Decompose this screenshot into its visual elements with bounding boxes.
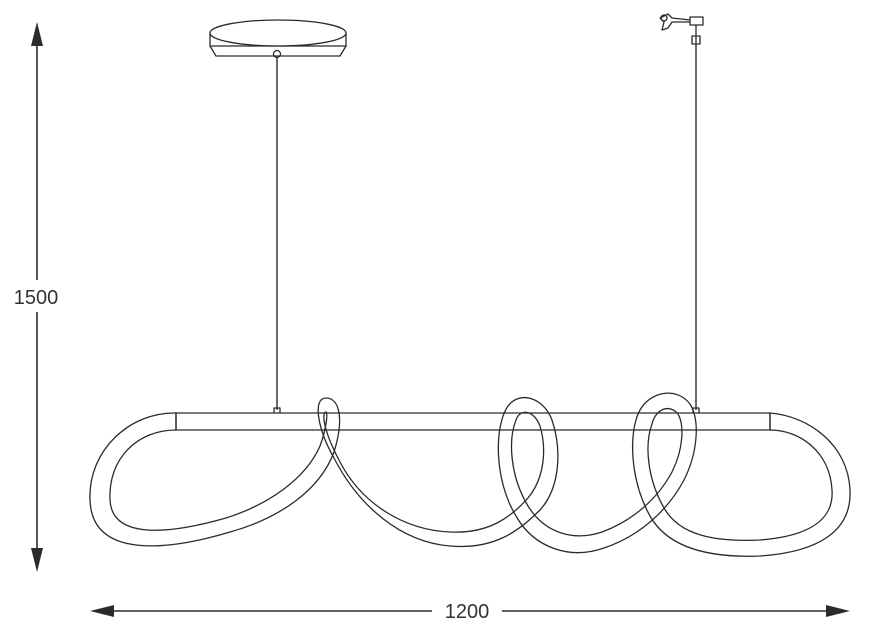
width-label: 1200 — [445, 601, 490, 623]
ceiling-canopy — [209, 19, 347, 59]
height-arrow-down-icon — [31, 548, 43, 572]
led-tube-loop — [89, 392, 851, 557]
width-arrow-left-icon — [90, 605, 114, 617]
height-label: 1500 — [14, 287, 59, 309]
width-arrow-right-icon — [826, 605, 850, 617]
ceiling-hook-icon — [659, 13, 704, 45]
height-dimension: 1500 — [14, 22, 59, 572]
width-dimension: 1200 — [90, 601, 850, 623]
canopy-cable-grip-icon — [272, 49, 282, 59]
height-arrow-up-icon — [31, 22, 43, 46]
